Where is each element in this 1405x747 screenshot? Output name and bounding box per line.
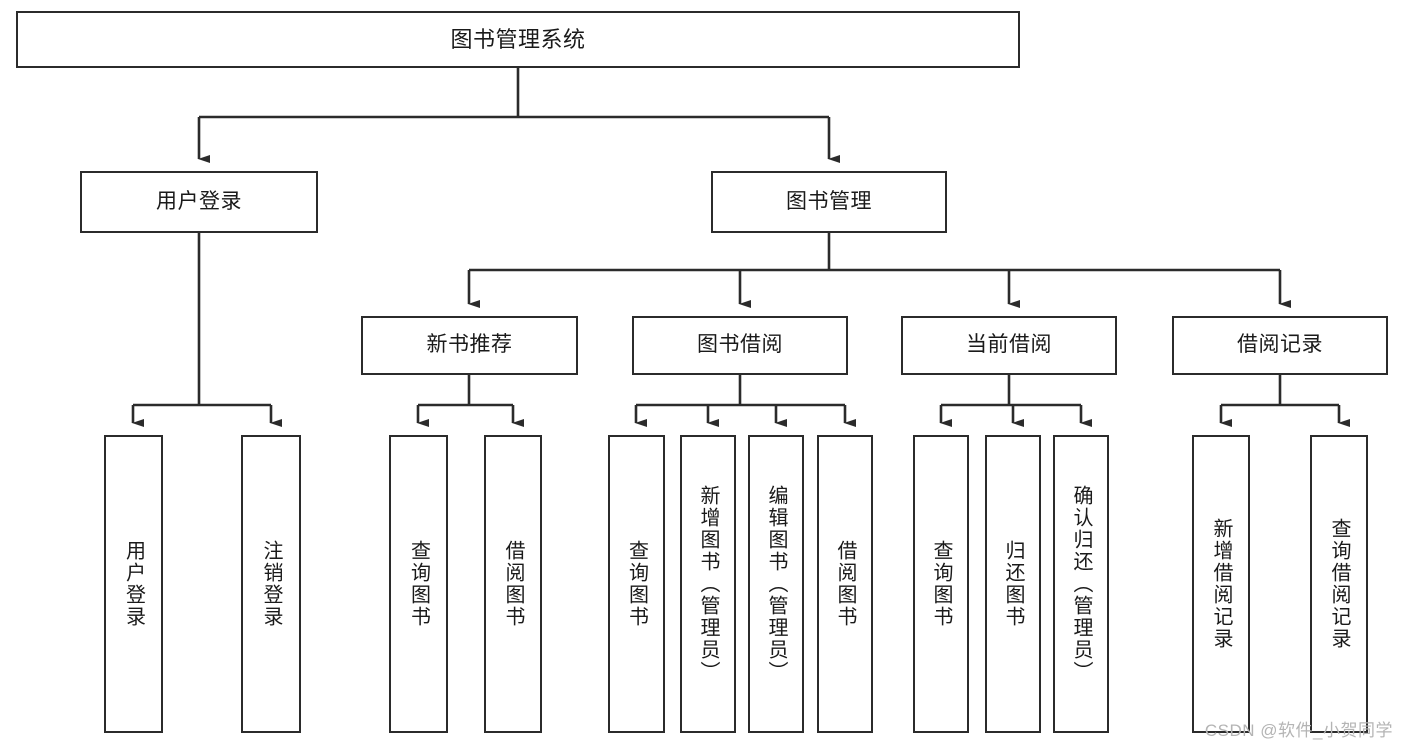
node-label: 查询图书 bbox=[930, 540, 952, 628]
node-label: 注销登录 bbox=[260, 540, 282, 628]
node-leaf-query-book-2[interactable]: 查询图书 bbox=[608, 435, 665, 733]
node-leaf-borrow-book-1[interactable]: 借阅图书 bbox=[484, 435, 542, 733]
node-user-login[interactable]: 用户登录 bbox=[80, 171, 318, 233]
node-label: 借阅图书 bbox=[834, 540, 856, 628]
node-leaf-add-book-admin[interactable]: 新增图书（管理员） bbox=[680, 435, 736, 733]
node-borrow-record[interactable]: 借阅记录 bbox=[1172, 316, 1388, 375]
node-label: 查询图书 bbox=[407, 540, 430, 628]
node-leaf-edit-book-admin[interactable]: 编辑图书（管理员） bbox=[748, 435, 804, 733]
node-label: 图书管理系统 bbox=[450, 26, 586, 52]
node-leaf-logout-login[interactable]: 注销登录 bbox=[241, 435, 301, 733]
node-leaf-add-borrow-record[interactable]: 新增借阅记录 bbox=[1192, 435, 1250, 733]
node-leaf-confirm-return-admin[interactable]: 确认归还（管理员） bbox=[1053, 435, 1109, 733]
node-label: 图书借阅 bbox=[697, 333, 783, 357]
node-leaf-return-book[interactable]: 归还图书 bbox=[985, 435, 1041, 733]
node-label: 当前借阅 bbox=[966, 333, 1052, 357]
node-current-borrow[interactable]: 当前借阅 bbox=[901, 316, 1117, 375]
node-label: 新增图书（管理员） bbox=[697, 485, 719, 683]
node-leaf-user-login[interactable]: 用户登录 bbox=[104, 435, 163, 733]
node-label: 确认归还（管理员） bbox=[1070, 485, 1092, 683]
node-label: 图书管理 bbox=[786, 189, 872, 213]
node-book-management[interactable]: 图书管理 bbox=[711, 171, 947, 233]
node-label: 编辑图书（管理员） bbox=[765, 485, 787, 683]
node-label: 查询借阅记录 bbox=[1328, 518, 1350, 650]
node-new-book-recommend[interactable]: 新书推荐 bbox=[361, 316, 578, 375]
node-label: 归还图书 bbox=[1002, 540, 1024, 628]
node-leaf-borrow-book-2[interactable]: 借阅图书 bbox=[817, 435, 873, 733]
node-label: 用户登录 bbox=[122, 540, 145, 628]
node-label: 借阅记录 bbox=[1237, 333, 1323, 357]
node-root[interactable]: 图书管理系统 bbox=[16, 11, 1020, 68]
node-leaf-query-book-1[interactable]: 查询图书 bbox=[389, 435, 448, 733]
node-leaf-query-borrow-record[interactable]: 查询借阅记录 bbox=[1310, 435, 1368, 733]
node-leaf-query-book-3[interactable]: 查询图书 bbox=[913, 435, 969, 733]
node-label: 新书推荐 bbox=[426, 333, 513, 357]
watermark-text: CSDN @软件_小贺同学 bbox=[1204, 721, 1393, 740]
node-label: 查询图书 bbox=[625, 540, 648, 628]
node-label: 借阅图书 bbox=[502, 540, 524, 628]
node-label: 新增借阅记录 bbox=[1210, 518, 1232, 650]
node-label: 用户登录 bbox=[156, 189, 242, 213]
node-book-borrow[interactable]: 图书借阅 bbox=[632, 316, 848, 375]
